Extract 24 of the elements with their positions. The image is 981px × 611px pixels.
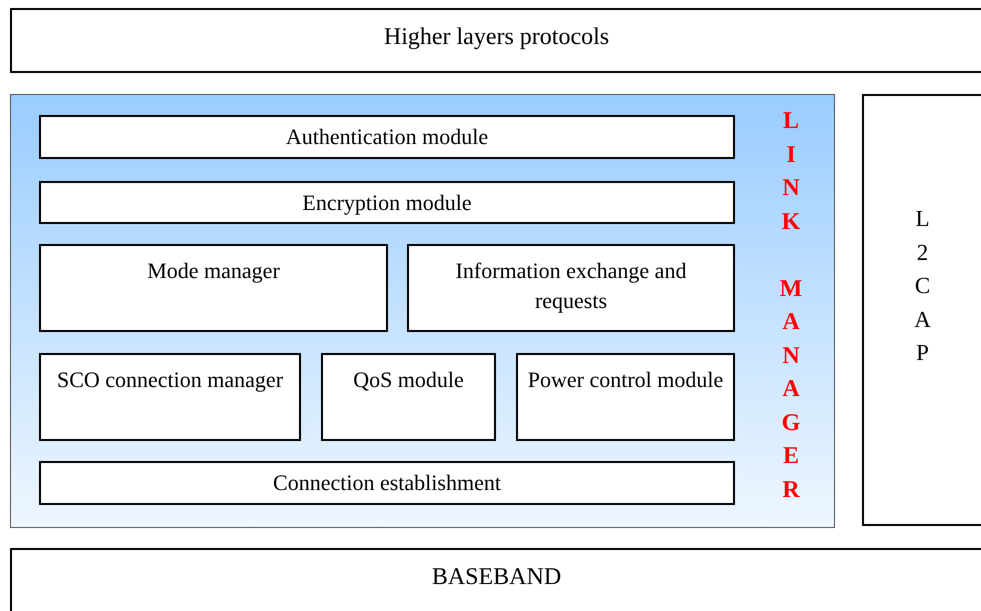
module-box xyxy=(39,461,735,505)
module-label: BASEBAND xyxy=(430,563,562,592)
module-label: Mode manager xyxy=(146,257,281,285)
link-manager-panel xyxy=(10,94,835,528)
module-box xyxy=(39,353,301,441)
module-label: Power control module xyxy=(526,366,724,394)
protocol-layer-box xyxy=(10,8,981,73)
module-label: Higher layers protocols xyxy=(382,23,610,52)
module-label: Encryption module xyxy=(301,190,473,216)
module-label: QoS module xyxy=(352,366,465,394)
module-box xyxy=(516,353,735,441)
protocol-layer-box xyxy=(862,94,981,526)
module-label: Authentication module xyxy=(284,124,490,150)
vertical-label: L2CAP xyxy=(913,205,932,367)
vertical-label: LINK MANAGER xyxy=(778,107,804,504)
module-box xyxy=(407,244,735,332)
module-box xyxy=(39,181,735,224)
module-box xyxy=(321,353,496,441)
module-label: SCO connection manager xyxy=(56,366,284,394)
protocol-layer-box xyxy=(10,548,981,611)
module-label: Information exchange and requests xyxy=(454,257,688,315)
module-label: Connection establishment xyxy=(272,470,502,496)
module-box xyxy=(39,115,735,159)
module-box xyxy=(39,244,388,332)
